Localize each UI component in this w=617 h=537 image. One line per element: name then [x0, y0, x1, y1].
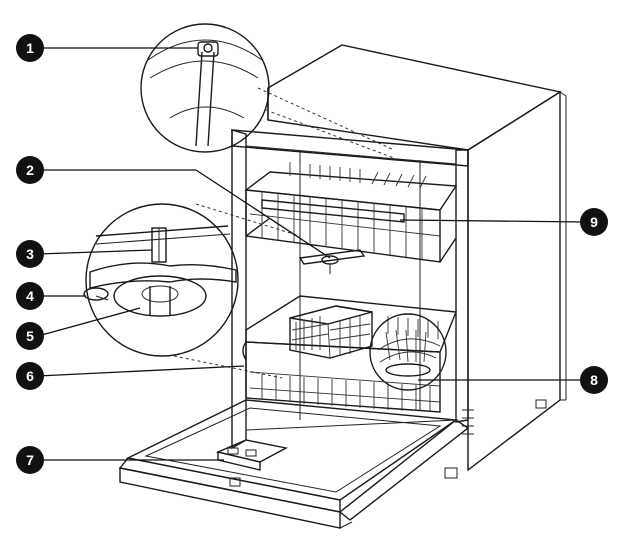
upper-rack: [244, 162, 458, 274]
detail-bubble-top: [140, 23, 395, 159]
detail-bubble-middle: [83, 203, 301, 379]
callout-1-label: 1: [26, 40, 34, 56]
dishwasher-door: [118, 399, 470, 529]
callout-8: 8: [580, 366, 608, 394]
callout-7: 7: [16, 446, 44, 474]
callout-6-label: 6: [26, 368, 34, 384]
interior-tub: [245, 145, 457, 431]
callout-5-label: 5: [26, 328, 34, 344]
lower-rack: [242, 295, 457, 413]
callout-2: 2: [16, 156, 44, 184]
callout-2-label: 2: [26, 162, 34, 178]
callout-7-label: 7: [26, 452, 34, 468]
detail-bubble-lower-rack: [369, 313, 447, 391]
callout-5: 5: [16, 322, 44, 350]
callout-3-label: 3: [26, 246, 34, 262]
callout-1: 1: [16, 34, 44, 62]
callout-9-label: 9: [590, 214, 598, 230]
dishwasher-cabinet: [231, 44, 567, 479]
callout-9: 9: [580, 208, 608, 236]
callout-8-label: 8: [590, 372, 598, 388]
callout-6: 6: [16, 362, 44, 390]
callout-4: 4: [16, 282, 44, 310]
callout-3: 3: [16, 240, 44, 268]
leader-lines: [37, 47, 587, 461]
callout-4-label: 4: [26, 288, 34, 304]
